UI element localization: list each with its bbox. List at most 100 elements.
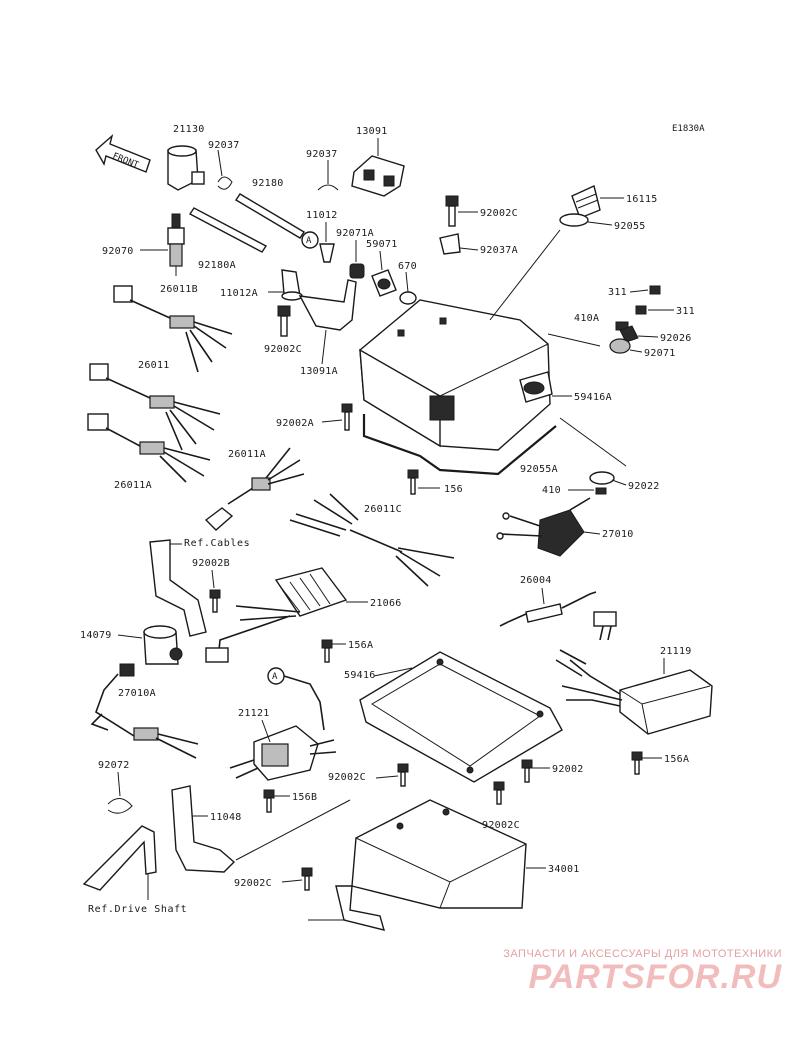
part-16115-cap[interactable] (571, 185, 601, 219)
label-92026: 92026 (660, 333, 692, 344)
connector-a-marker (301, 231, 319, 249)
part-311-nut-b[interactable] (635, 305, 647, 315)
label-27010: 27010 (602, 529, 634, 540)
part-92002A-bolt[interactable] (341, 403, 353, 431)
part-92180A-tube[interactable] (188, 207, 268, 253)
label-59416: 59416 (344, 670, 376, 681)
connector-a-label-2: A (272, 672, 278, 682)
watermark-brand: PARTSFOR.RU (528, 958, 782, 996)
part-92002B-bolt[interactable] (209, 589, 221, 613)
part-92071A-grommet[interactable] (349, 263, 365, 279)
part-cables-bracket[interactable] (149, 539, 207, 637)
part-92002C-bolt-a[interactable] (277, 305, 291, 337)
label-156B: 156B (292, 792, 317, 803)
part-34001-base-plate[interactable] (335, 799, 527, 931)
front-arrow-icon: FRONT (95, 134, 151, 173)
gasket-92055A (362, 414, 557, 476)
label-311-a: 311 (608, 287, 627, 298)
part-26011B-harness[interactable] (113, 285, 233, 373)
part-92002C-bolt-top[interactable] (445, 195, 459, 227)
label-92037-b: 92037 (306, 149, 338, 160)
label-92002C-d: 92002C (234, 878, 272, 889)
part-21066-regulator[interactable] (205, 567, 348, 663)
label-92037A: 92037A (480, 245, 518, 256)
label-156A-a: 156A (348, 640, 373, 651)
part-92037-clip[interactable] (217, 176, 233, 190)
part-11048-bracket[interactable] (171, 785, 236, 873)
part-410-washer[interactable] (595, 487, 607, 495)
part-156A-bolt-b[interactable] (631, 751, 643, 775)
label-21066: 21066 (370, 598, 402, 609)
part-92180-tube[interactable] (235, 193, 305, 239)
electric-case-59416A[interactable] (359, 299, 553, 451)
part-21119-cdi-unit[interactable] (555, 611, 713, 735)
label-92002C-a: 92002C (264, 344, 302, 355)
label-156A-b: 156A (664, 754, 689, 765)
label-13091: 13091 (356, 126, 388, 137)
label-21130: 21130 (173, 124, 205, 135)
label-21119: 21119 (660, 646, 692, 657)
part-59416-cover[interactable] (359, 651, 563, 783)
label-34001: 34001 (548, 864, 580, 875)
label-26011A-a: 26011A (114, 480, 152, 491)
label-21121: 21121 (238, 708, 270, 719)
part-26011C-harness[interactable] (289, 493, 455, 587)
label-26011A-b: 26011A (228, 449, 266, 460)
label-311-b: 311 (676, 306, 695, 317)
part-11012-cap[interactable] (319, 243, 335, 263)
label-92022: 92022 (628, 481, 660, 492)
ref-cables: Ref.Cables (184, 538, 250, 549)
part-drive-shaft-bracket[interactable] (82, 825, 157, 891)
label-92071: 92071 (644, 348, 676, 359)
label-27010A: 27010A (118, 688, 156, 699)
label-26011B: 26011B (160, 284, 198, 295)
label-92180A: 92180A (198, 260, 236, 271)
part-92070-spark-plug[interactable] (167, 213, 185, 276)
part-26011A-harness-b[interactable] (204, 447, 305, 531)
part-156-bolt[interactable] (407, 469, 419, 495)
label-92055: 92055 (614, 221, 646, 232)
ref-drive-shaft: Ref.Drive Shaft (88, 904, 187, 915)
part-26004-fuse[interactable] (499, 591, 597, 627)
part-27010A-harness[interactable] (90, 663, 199, 759)
part-92037-clip-b[interactable] (317, 184, 339, 191)
watermark-caption: ЗАПЧАСТИ И АКСЕССУАРЫ ДЛЯ МОТОТЕХНИКИ (503, 948, 782, 960)
part-92002C-bolt-b[interactable] (397, 763, 409, 787)
label-26004: 26004 (520, 575, 552, 586)
label-92002C-b: 92002C (328, 772, 366, 783)
connector-a-label: A (306, 236, 312, 246)
part-156A-bolt-a[interactable] (321, 639, 333, 663)
part-92055-o-ring[interactable] (559, 213, 589, 227)
part-14079-case[interactable] (143, 625, 183, 665)
part-13091A-bracket[interactable] (298, 279, 357, 331)
label-11012A: 11012A (220, 288, 258, 299)
label-92002B: 92002B (192, 558, 230, 569)
part-13091-bracket[interactable] (351, 155, 405, 197)
part-311-nut-a[interactable] (649, 285, 661, 295)
label-26011: 26011 (138, 360, 170, 371)
part-26011A-harness[interactable] (87, 413, 211, 483)
label-59071: 59071 (366, 239, 398, 250)
part-21121-ignition-coil[interactable] (229, 725, 337, 781)
part-92072-clip[interactable] (107, 798, 133, 814)
label-92037-a: 92037 (208, 140, 240, 151)
label-13091A: 13091A (300, 366, 338, 377)
label-92002: 92002 (552, 764, 584, 775)
part-92026-nut[interactable] (619, 325, 639, 343)
part-26011-harness[interactable] (89, 363, 221, 451)
part-92071-grommet[interactable] (609, 338, 631, 354)
part-92002-bolt[interactable] (521, 759, 533, 783)
part-21130-plug-cap[interactable] (167, 145, 205, 191)
label-92055A: 92055A (520, 464, 558, 475)
label-410: 410 (542, 485, 561, 496)
part-92002C-bolt-c[interactable] (493, 781, 505, 805)
part-92037A-clip[interactable] (439, 233, 461, 255)
part-156B-bolt[interactable] (263, 789, 275, 813)
part-92002C-bolt-d[interactable] (301, 867, 313, 891)
part-670-o-ring[interactable] (399, 291, 417, 305)
part-27010-starter-relay[interactable] (496, 497, 591, 557)
label-670: 670 (398, 261, 417, 272)
part-92022-grommet[interactable] (589, 471, 615, 485)
part-59071-grommet[interactable] (371, 269, 397, 297)
